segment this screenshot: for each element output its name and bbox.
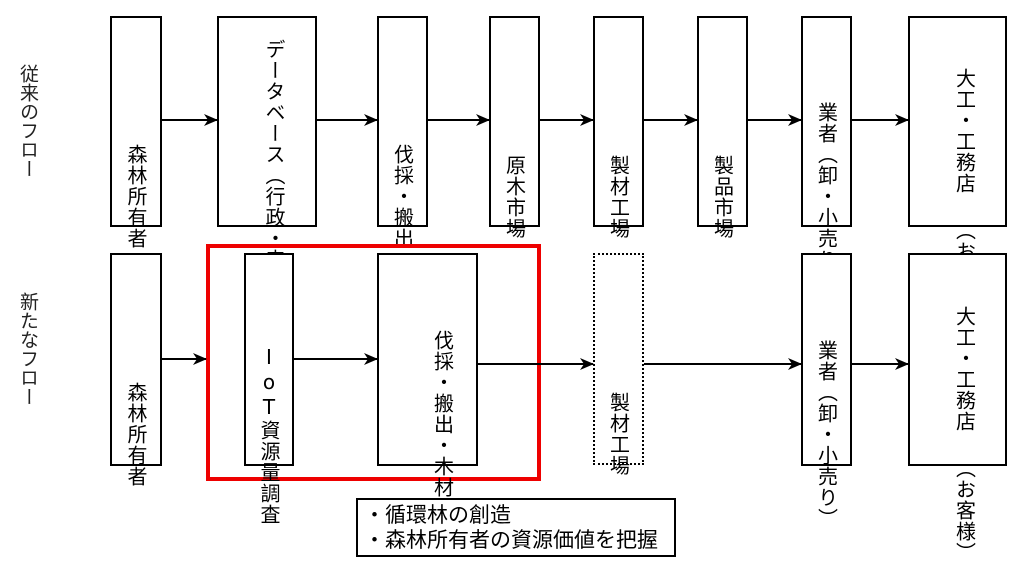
node-label: 製品市場	[710, 154, 735, 239]
node-sawmill-dotted: 製材工場	[593, 253, 644, 476]
node-sublabel: （お客様）	[952, 458, 977, 563]
node-label: 伐採・搬出	[390, 144, 415, 249]
node-carpenter-new: 大工・工務店 （お客様）	[908, 253, 1007, 563]
node-iot-survey: IoT資源量調査	[244, 253, 294, 525]
highlight-group-frame	[206, 244, 541, 481]
node-wholesaler-new: 業者（卸・小売り）	[801, 253, 852, 529]
node-forest-owner: 森林所有者	[110, 16, 162, 249]
node-label: 原木市場	[502, 154, 527, 239]
node-label: 森林所有者	[124, 382, 148, 487]
node-logging-purchase: 伐採・搬出・木材買取	[377, 253, 478, 540]
node-label: 大工・工務店	[952, 68, 977, 194]
node-label: 製材工場	[606, 392, 631, 476]
row-label-traditional: 従来のフロー	[17, 64, 39, 178]
node-label: 大工・工務店	[952, 306, 977, 432]
node-wholesaler: 業者（卸・小売り）	[801, 16, 852, 291]
node-forest-owner-new: 森林所有者	[110, 253, 162, 487]
node-label: 製材工場	[606, 154, 631, 239]
node-label: 森林所有者	[124, 144, 148, 249]
node-label: IoT資源量調査	[257, 344, 281, 525]
note-box: ・循環林の創造 ・森林所有者の資源価値を把握	[356, 498, 676, 557]
node-sawmill: 製材工場	[593, 16, 644, 239]
node-label: 伐採・搬出	[430, 329, 455, 435]
row-label-new: 新たなフロー	[17, 292, 39, 406]
node-log-market: 原木市場	[489, 16, 540, 239]
node-label: データベース	[262, 39, 286, 165]
node-label: 業者（卸・小売り）	[814, 340, 839, 529]
note-line-circular-forest: ・循環林の創造	[364, 503, 511, 527]
note-line-resource-value: ・森林所有者の資源価値を把握	[364, 528, 658, 552]
node-logging: 伐採・搬出	[377, 16, 428, 249]
node-product-market: 製品市場	[697, 16, 748, 239]
